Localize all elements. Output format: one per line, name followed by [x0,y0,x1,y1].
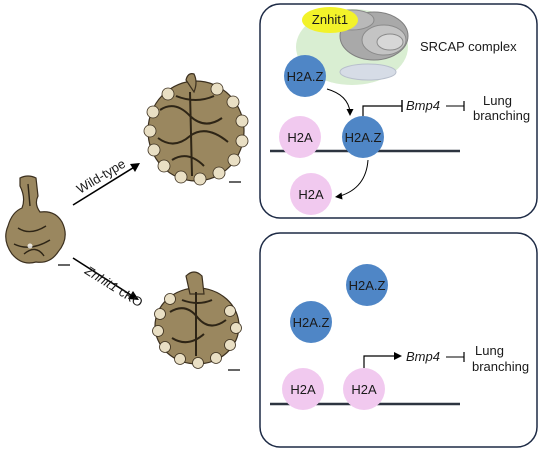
h2a-evicted-label: H2A [298,187,324,202]
srcap-complex: Znhit1 [296,7,409,85]
h2a-a-circle [282,368,324,410]
wild-type-lung-explant [143,73,249,186]
znhit1-subunit [302,7,358,33]
cko-arrow: Znhit1 cKO [72,257,146,310]
eviction-arrow [339,159,369,197]
h2az-a-label: H2A.Z [349,278,386,293]
h2a-a-label: H2A [290,382,316,397]
embryonic-lung-explant-initial [5,175,70,266]
h2a-b-circle [343,368,385,410]
cko-label: Znhit1 cKO [82,262,146,310]
srcap-complex-label: SRCAP complex [420,39,517,54]
h2a-nucleosome-label: H2A [287,130,313,145]
h2az-nucleosome-label: H2A.Z [345,130,382,145]
h2a-b-label: H2A [351,382,377,397]
top-outcome-line2: branching [473,108,530,123]
bottom-outcome-line2: branching [472,359,529,374]
h2az-b-label: H2A.Z [293,315,330,330]
znhit1-cko-lung-explant [152,271,242,371]
top-panel-border [259,3,538,219]
h2az-b-circle [290,301,332,343]
znhit1-label: Znhit1 [312,12,348,27]
bottom-panel-border [259,232,538,448]
h2az-a-circle [346,264,388,306]
h2a-evicted-circle [290,173,332,215]
h2az-free-circle [284,55,326,97]
top-outcome-line1: Lung [483,93,512,108]
bmp4-activation-arrow [363,355,396,368]
bottom-outcome-line1: Lung [475,343,504,358]
cko-suffix: cKO [113,282,145,310]
cko-mechanism-panel: H2A.Z H2A.Z H2A H2A Bmp4 Lung branching [259,232,538,448]
bottom-bmp4-label: Bmp4 [406,349,440,364]
h2a-nucleosome-circle [279,116,321,158]
bmp4-inhibition-line [362,105,402,116]
wild-type-arrow: Wild-type [72,156,140,206]
h2az-free-label: H2A.Z [287,69,324,84]
deposition-arrow [326,88,351,113]
top-bmp4-label: Bmp4 [406,98,440,113]
wild-type-mechanism-panel: Znhit1 SRCAP complex H2A.Z H2A H2A.Z Bmp… [259,3,538,219]
h2az-nucleosome-circle [342,116,384,158]
